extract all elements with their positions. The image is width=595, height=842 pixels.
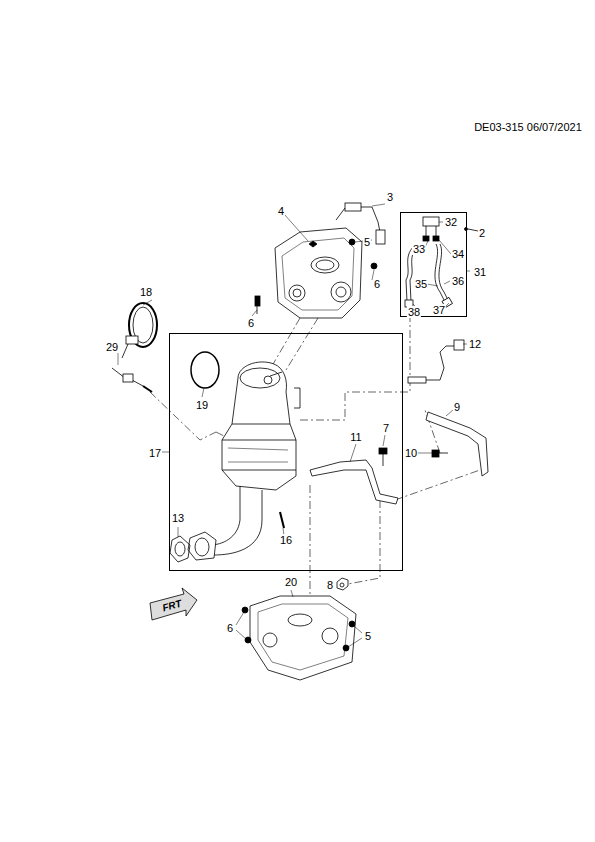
callout-number: 33 <box>412 243 426 255</box>
callout-number: 20 <box>284 576 298 588</box>
callout-number: 38 <box>407 306 421 318</box>
callout-number: 9 <box>453 401 461 413</box>
callout-number: 13 <box>171 512 185 524</box>
callout-number: 17 <box>148 447 162 459</box>
callout-number: 32 <box>444 216 458 228</box>
callout-number: 36 <box>451 275 465 287</box>
callout-number: 35 <box>414 278 428 290</box>
callout-number: 11 <box>349 431 362 443</box>
callout-number: 4 <box>277 205 285 217</box>
callout-number: 6 <box>226 622 234 634</box>
callout-number: 29 <box>105 341 119 353</box>
callout-number: 19 <box>195 399 209 411</box>
callout-number: 6 <box>373 278 381 290</box>
drawing-code: DE03-315 06/07/2021 <box>473 121 583 133</box>
callout-number: 16 <box>279 534 293 546</box>
callout-number: 10 <box>404 447 418 459</box>
callout-number: 8 <box>326 579 334 591</box>
callout-number: 3 <box>386 191 394 203</box>
callout-number: 37 <box>432 304 446 316</box>
callout-number: 5 <box>364 630 372 642</box>
callout-number: 34 <box>451 248 465 260</box>
callout-number: 5 <box>363 236 371 248</box>
callout-number: 12 <box>468 338 482 350</box>
callout-number: 6 <box>247 317 255 329</box>
callout-number: 31 <box>473 266 487 278</box>
callout-number: 7 <box>382 422 390 434</box>
callout-number: 2 <box>478 227 486 239</box>
callout-number: 18 <box>139 286 153 298</box>
